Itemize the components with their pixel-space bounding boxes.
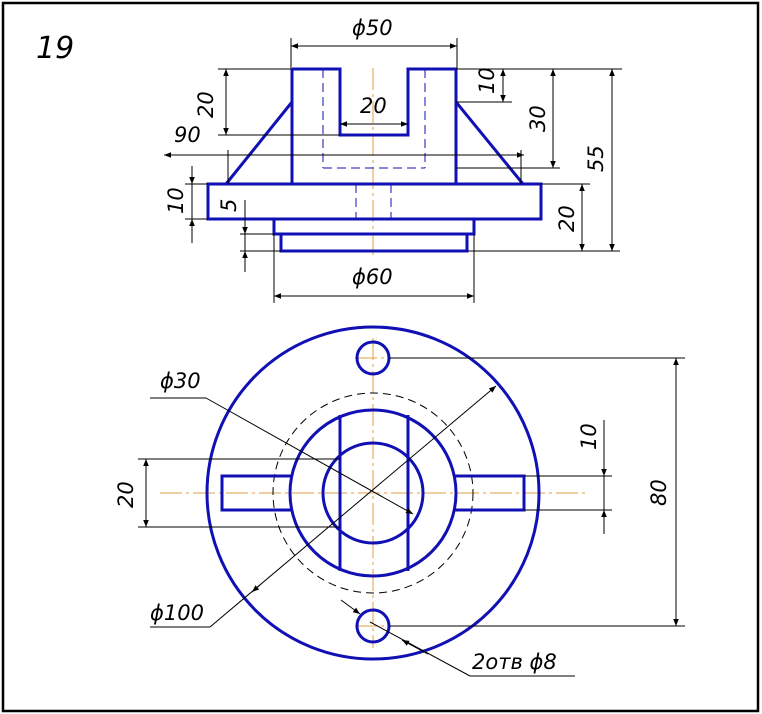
dim-holes: 2отв ϕ8 — [472, 650, 557, 674]
dim-upper-height: 30 — [526, 105, 550, 132]
dim-total-height: 55 — [584, 145, 608, 172]
dim-rib-width: 10 — [577, 423, 601, 450]
dim-lower-height: 20 — [555, 205, 579, 232]
flange-outer-circle — [205, 325, 541, 661]
hub-hidden-circle — [272, 392, 474, 594]
front-upper-outline — [290, 67, 458, 184]
front-hub — [272, 219, 476, 253]
dim-cone-top: 10 — [475, 67, 499, 94]
dim-left-height: 20 — [194, 91, 218, 118]
drawing-number: 19 — [36, 31, 74, 66]
dim-hole-spacing: 80 — [647, 479, 671, 506]
dim-flange-thickness: 10 — [164, 187, 188, 214]
dim-slot-width-top: 20 — [114, 481, 138, 508]
dim-slot-width: 20 — [360, 94, 387, 118]
bore-circle — [321, 441, 425, 545]
dim-d50: ϕ50 — [352, 16, 393, 40]
boss-circle — [288, 408, 458, 578]
dim-d30: ϕ30 — [160, 369, 201, 393]
front-flange — [206, 182, 543, 221]
dim-arrow — [401, 639, 429, 655]
dim-arrow — [251, 584, 261, 593]
front-view: ϕ50 20 20 90 10 5 10 — [164, 16, 622, 303]
dim-arrow — [340, 599, 361, 615]
front-cone-left — [224, 101, 294, 185]
front-cone-right — [454, 101, 525, 185]
leader-line-d30 — [205, 397, 414, 515]
rib-left — [220, 474, 292, 512]
rib-right — [454, 474, 526, 512]
dim-cone-width: 90 — [174, 123, 201, 147]
dim-step: 5 — [217, 199, 241, 212]
dim-d60: ϕ60 — [352, 265, 393, 289]
top-view: ϕ30 ϕ100 20 10 80 2отв ϕ8 — [114, 325, 685, 677]
leader-line-holes — [369, 621, 471, 677]
dim-d100: ϕ100 — [150, 601, 204, 625]
